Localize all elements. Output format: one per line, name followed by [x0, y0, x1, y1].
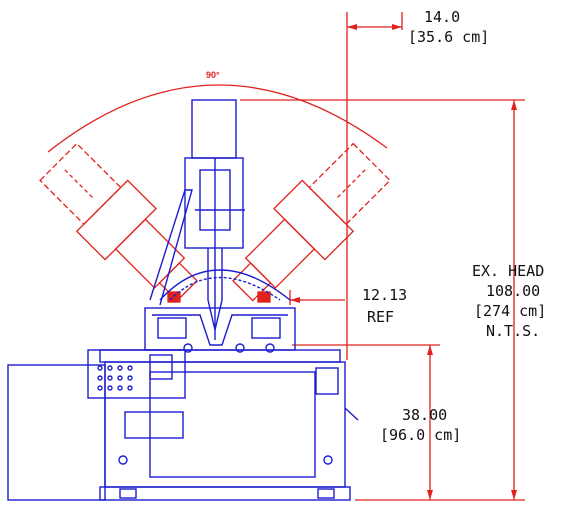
outboard-table — [7, 364, 106, 501]
head-height-note: N.T.S. — [486, 322, 540, 340]
table-top — [99, 349, 341, 363]
machine-body — [7, 99, 359, 501]
control-buttons — [97, 365, 133, 391]
dimension-arrows — [290, 24, 517, 500]
base-door — [149, 371, 316, 478]
base-label-plate — [124, 411, 184, 439]
right-blade-marker — [257, 291, 271, 303]
blade-offset-note: REF — [367, 308, 394, 326]
vise-left — [157, 317, 187, 339]
control-panel — [87, 349, 186, 399]
head-housing — [184, 157, 244, 249]
base-feet — [99, 486, 351, 501]
head-height-value: 108.00 — [486, 282, 540, 300]
top-offset-value: 14.0 — [424, 8, 460, 26]
table-height-metric: [96.0 cm] — [380, 426, 461, 444]
control-display — [149, 354, 173, 380]
swing-angle-arc — [47, 84, 388, 153]
table-height-value: 38.00 — [402, 406, 447, 424]
support-strut — [149, 189, 193, 306]
vise-right — [251, 317, 281, 339]
top-offset-metric: [35.6 cm] — [408, 28, 489, 46]
dimension-lines — [39, 12, 525, 501]
head-motor — [191, 99, 237, 159]
left-tilt-head-outline — [39, 142, 198, 302]
head-height-metric: [274 cm] — [474, 302, 546, 320]
base-cabinet — [104, 361, 346, 488]
right-tilt-head-outline — [232, 142, 391, 302]
left-blade-marker — [167, 291, 181, 303]
head-height-label: EX. HEAD — [472, 262, 544, 280]
miter-index-arc — [159, 269, 291, 301]
swing-angle-label: 90° — [206, 70, 220, 80]
blade-offset-value: 12.13 — [362, 286, 407, 304]
